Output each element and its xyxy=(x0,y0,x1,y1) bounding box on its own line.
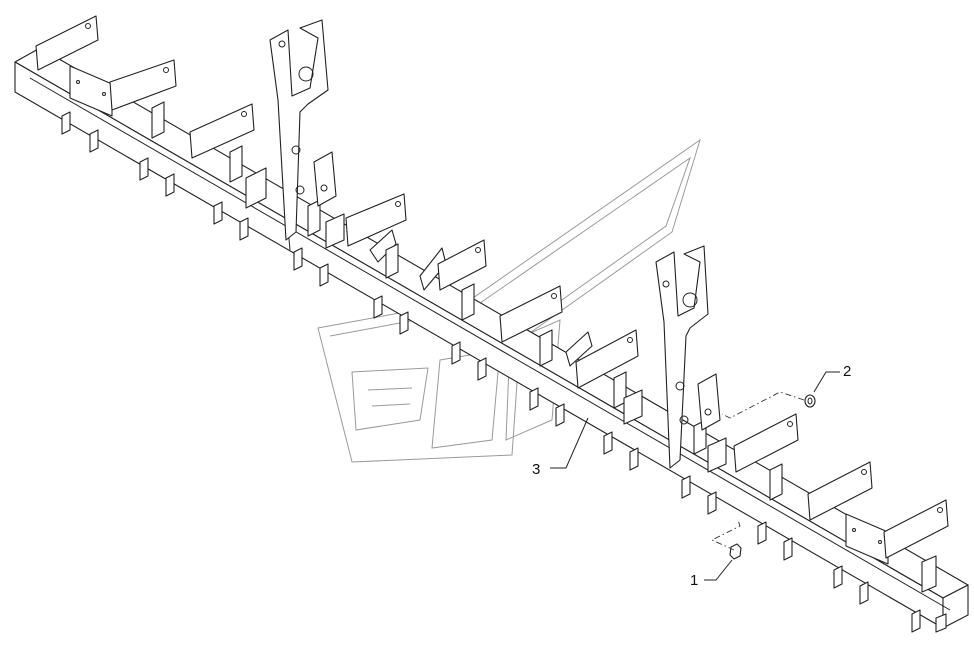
bolt-part-2[interactable] xyxy=(804,394,816,408)
leader-line-2 xyxy=(813,371,840,393)
mounting-plates[interactable] xyxy=(35,15,949,633)
assembly-line-2 xyxy=(721,391,805,419)
left-hitch-bracket[interactable] xyxy=(269,19,337,241)
right-hitch-bracket[interactable] xyxy=(655,245,721,469)
assembly-line-1 xyxy=(710,519,741,551)
callout-1[interactable]: 1 xyxy=(690,572,698,589)
tine-row xyxy=(61,111,921,633)
leader-line-1 xyxy=(704,559,733,581)
leader-line-3 xyxy=(550,417,589,469)
nut-part-1[interactable] xyxy=(729,543,742,560)
callout-2[interactable]: 2 xyxy=(843,363,851,380)
callout-3[interactable]: 3 xyxy=(532,461,540,478)
